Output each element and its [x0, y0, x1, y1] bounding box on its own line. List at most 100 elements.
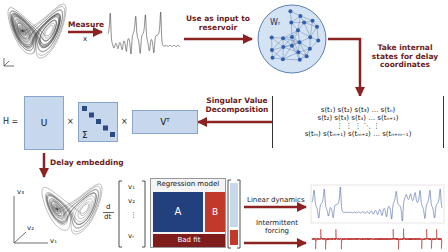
- arrow: [43, 153, 46, 177]
- network-unit: [296, 50, 300, 54]
- vector-cell: [230, 230, 238, 245]
- node-text: U: [41, 118, 48, 128]
- vector-entry: ⋮: [130, 211, 137, 219]
- node-text: s(t₁) s(t₂) s(t₃) … s(tₙ): [321, 106, 396, 114]
- arrow: [184, 38, 252, 41]
- singular-value: [110, 132, 115, 137]
- plot-label: Intermittent forcing: [247, 219, 307, 235]
- variable-label: x: [83, 35, 87, 43]
- network-link: [273, 47, 284, 58]
- network-link: [304, 22, 310, 37]
- derivative-label: dt: [104, 213, 111, 221]
- arrow: [244, 242, 306, 245]
- matrix-block: Bad fit: [153, 234, 225, 247]
- arrow-label: Take internal states for delay coordinat…: [366, 44, 444, 70]
- network-unit: [308, 47, 312, 51]
- lorenz-attractor: [8, 4, 66, 58]
- node-text: Σ: [82, 130, 88, 140]
- vector-bracket: [228, 180, 240, 248]
- network-unit: [289, 21, 293, 25]
- network-link: [283, 30, 298, 38]
- operator: ×: [121, 117, 128, 126]
- derivative-label: d: [106, 203, 110, 211]
- network-unit: [270, 36, 274, 40]
- network-unit: [315, 25, 319, 29]
- arrow: [68, 31, 102, 34]
- node-text: Regression model: [157, 180, 219, 188]
- trajectory: [42, 184, 102, 234]
- trajectory: [8, 4, 66, 58]
- network-unit: [281, 45, 285, 49]
- vector-entry: v₁: [128, 183, 135, 191]
- singular-value: [82, 106, 87, 111]
- network-unit: [288, 9, 292, 13]
- vector-entry: v₂: [128, 197, 135, 205]
- axes: [4, 58, 14, 66]
- linear-dynamics-plot: [312, 187, 442, 221]
- network-unit: [270, 48, 274, 52]
- singular-value: [89, 113, 94, 118]
- node-text: Wᵣ: [270, 18, 280, 27]
- node-text: Vᵀ: [160, 117, 170, 127]
- network-link: [317, 27, 318, 41]
- network-link: [272, 38, 283, 50]
- vector-bracket: [119, 181, 145, 247]
- reservoir-outline: [258, 5, 326, 73]
- matrix-block: Σ: [78, 102, 118, 142]
- network-link: [291, 23, 293, 37]
- reservoir-shape: [256, 4, 328, 74]
- fraction-bar: [103, 212, 114, 213]
- network-unit: [296, 28, 300, 32]
- singular-value: [103, 126, 108, 131]
- connector: [328, 39, 360, 96]
- regression-box: A B Bad fit Regression model: [150, 178, 226, 248]
- arrow: [244, 206, 306, 209]
- network-link: [283, 59, 300, 61]
- network-unit: [298, 14, 302, 18]
- arrow-label: Use as input to reservoir: [184, 15, 252, 32]
- matrix-block: A: [153, 192, 203, 232]
- network-link: [304, 22, 317, 26]
- matrix-block: Vᵀ: [132, 110, 198, 134]
- arrow-label: Delay embedding: [50, 159, 124, 168]
- network-link: [300, 42, 307, 56]
- network-link: [310, 21, 312, 37]
- network-unit: [281, 36, 285, 40]
- reservoir-circle: Wᵣ: [256, 4, 328, 74]
- network-unit: [271, 56, 275, 60]
- signal: [312, 229, 442, 250]
- arrow-label: Measure: [68, 21, 104, 30]
- node-text: A: [175, 206, 182, 218]
- plot-frame: [311, 185, 444, 223]
- network-link: [300, 49, 310, 60]
- axes: [14, 196, 48, 243]
- network-unit: [290, 44, 294, 48]
- network-link: [298, 30, 310, 37]
- axis-label: v₃: [17, 188, 24, 196]
- node-text: ⋮ ⋮ ⋮ ⋱ ⋮: [336, 122, 380, 130]
- arrow-label: Singular Value Decomposition: [203, 97, 271, 114]
- operator: ×: [67, 117, 74, 126]
- network-unit: [281, 57, 285, 61]
- matrix-block: B: [205, 192, 225, 232]
- signal: [312, 187, 442, 221]
- matrix-block: U: [24, 96, 64, 150]
- connector: [198, 121, 272, 124]
- network-unit: [316, 38, 320, 42]
- node-text: Bad fit: [178, 236, 201, 244]
- node-text: s(t₂) s(t₃) s(t₄) … s(tₙ₊₁): [317, 114, 398, 122]
- axis-label: v₂: [27, 224, 34, 232]
- network-unit: [290, 35, 294, 39]
- axis-label: v₁: [50, 237, 57, 245]
- network-unit: [298, 40, 302, 44]
- vector-cell: [230, 183, 238, 227]
- node-text: B: [212, 207, 218, 217]
- vector-entry: vᵣ: [128, 232, 134, 240]
- network-link: [292, 46, 300, 60]
- network-unit: [305, 54, 309, 58]
- network-link: [283, 47, 298, 52]
- network-unit: [302, 20, 306, 24]
- node-text: s(tₘ) s(tₘ₊₁) s(tₘ₊₂) … s(tₙ₊ₘ₋₁): [305, 130, 412, 138]
- equation-label: H =: [3, 117, 18, 126]
- singular-value: [96, 119, 101, 124]
